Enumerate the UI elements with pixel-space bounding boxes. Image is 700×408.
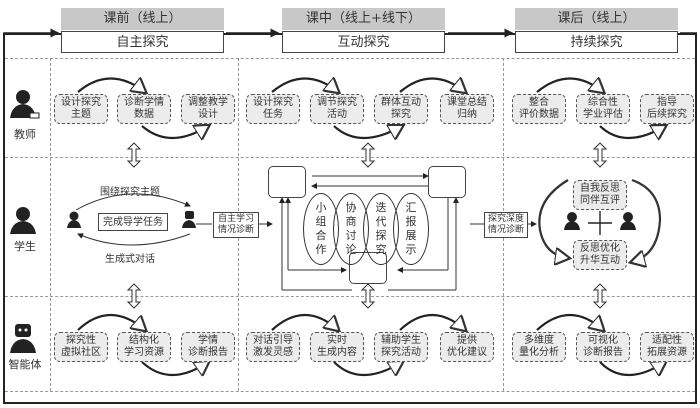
diagnosis-box-in: 探究深度 情况诊断 <box>484 212 528 238</box>
grid-line <box>5 391 695 392</box>
agent-pre-node: 结构化 学习资源 <box>117 332 171 362</box>
phase-header-post: 课后（线上） <box>515 8 678 30</box>
agent-in-node: 辅助学生 探究活动 <box>374 332 428 362</box>
teacher-in-node: 调节探究 活动 <box>310 94 364 124</box>
teacher-pre-node: 设计探究 主题 <box>54 94 108 124</box>
grid-line <box>5 157 695 158</box>
agent-in-node: 提供 优化建议 <box>440 332 494 362</box>
reflection-node: 自我反思 同伴互评 <box>573 180 627 210</box>
diagnosis-box-pre: 自主学习 情况诊断 <box>213 212 259 238</box>
grid-line <box>5 296 695 297</box>
student-icon <box>10 207 36 234</box>
cycle-arrows <box>77 79 665 376</box>
loop-label-bottom: 生成式对话 <box>105 254 155 265</box>
agent-post-node: 多维度 量化分析 <box>512 332 566 362</box>
teacher-in-node: 设计探究 任务 <box>246 94 300 124</box>
teacher-post-node: 指导 后续探究 <box>640 94 694 124</box>
phase-title-pre: 自主探究 <box>61 31 224 53</box>
student-icon <box>67 211 81 228</box>
teacher-post-node: 整合 评价数据 <box>512 94 566 124</box>
phase-header-pre: 课前（线上） <box>61 8 224 30</box>
grid-line <box>5 58 695 59</box>
activity-ellipse: 汇 报 展 示 <box>393 193 429 265</box>
agent-pre-node: 学情 诊断报告 <box>181 332 235 362</box>
optimization-node: 反思优化 升华互动 <box>573 240 627 270</box>
agent-in-node: 实时 生成内容 <box>310 332 364 362</box>
role-label-teacher: 教师 <box>14 128 36 141</box>
teacher-pre-node: 诊断学情 数据 <box>117 94 171 124</box>
phase-title-post: 持续探究 <box>515 31 678 53</box>
teacher-in-node: 课堂总结 归纳 <box>440 94 494 124</box>
task-box: 完成导学任务 <box>98 213 168 231</box>
agent-post-node: 可视化 诊断报告 <box>576 332 630 362</box>
phase-header-in: 课中（线上+线下） <box>282 8 445 30</box>
phase-title-in: 互动探究 <box>282 31 445 53</box>
teacher-in-node: 群体互动 探究 <box>374 94 428 124</box>
grid-line <box>50 58 51 391</box>
agent-pre-node: 探究性 虚拟社区 <box>54 332 108 362</box>
teacher-post-node: 综合性 学业评估 <box>576 94 630 124</box>
loop-label-top: 围绕探究主题 <box>100 187 160 198</box>
robot-icon <box>182 211 196 228</box>
role-label-agent: 智能体 <box>8 358 42 371</box>
flow-arrow <box>3 28 60 38</box>
teacher-icon <box>10 90 40 119</box>
agent-in-node: 对话引导 激发灵感 <box>246 332 300 362</box>
role-label-student: 学生 <box>14 240 36 253</box>
student-avatar-box <box>428 166 466 198</box>
teacher-avatar-box <box>268 166 306 198</box>
teacher-pre-node: 调整教学 设计 <box>181 94 235 124</box>
student-icon <box>564 212 636 230</box>
agent-post-node: 适配性 拓展资源 <box>640 332 694 362</box>
robot-icon <box>10 324 36 353</box>
bidirectional-arrows <box>126 142 608 309</box>
